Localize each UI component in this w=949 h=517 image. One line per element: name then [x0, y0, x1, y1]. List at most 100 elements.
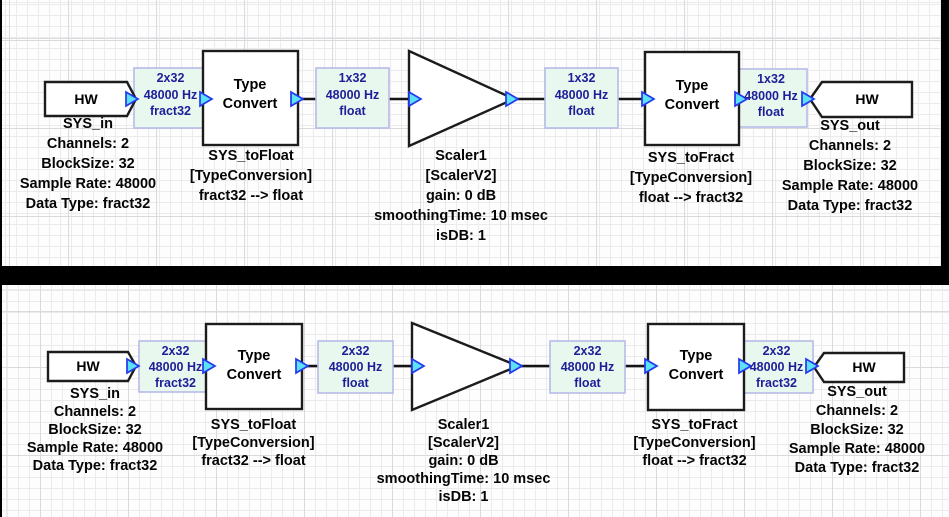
text-line: BlockSize: 32 [803, 158, 897, 174]
hw-output-label[interactable]: HW [855, 91, 879, 107]
text-line: fract32 [756, 376, 797, 390]
output-pin-icon[interactable] [125, 90, 140, 108]
text-line: [TypeConversion] [633, 435, 756, 451]
text-line: BlockSize: 32 [41, 156, 135, 172]
text-line: isDB: 1 [438, 489, 489, 505]
output-pin-icon[interactable] [295, 357, 310, 375]
input-pin-icon[interactable] [805, 357, 820, 375]
type-convert-annotations: SYS_toFract[TypeConversion]float --> fra… [611, 148, 771, 208]
input-pin-icon[interactable] [801, 90, 816, 108]
wire-label-box[interactable] [734, 68, 808, 128]
text-line: 2x32 [156, 71, 185, 85]
scaler-block-shape[interactable] [410, 321, 522, 412]
text-line: SYS_out [820, 118, 880, 134]
output-pin-icon[interactable] [738, 357, 753, 375]
text-line: smoothingTime: 10 msec [374, 208, 548, 224]
text-line: 48000 Hz [744, 88, 798, 103]
type-convert-label[interactable]: Type Convert [222, 77, 278, 112]
text-line: 1x32 [757, 72, 785, 86]
text-line: 48000 Hz [328, 360, 383, 374]
text-line: smoothingTime: 10 msec [376, 471, 551, 487]
output-pin-icon[interactable] [509, 357, 524, 375]
text-line: Scaler1 [435, 148, 487, 164]
text-line: [TypeConversion] [192, 435, 315, 451]
text-line: Data Type: fract32 [794, 460, 920, 476]
text-line: Sample Rate: 48000 [788, 441, 926, 457]
text-line: 48000 Hz [325, 87, 380, 102]
output-pin-icon[interactable] [505, 90, 520, 108]
wire-label-box[interactable] [317, 340, 394, 394]
type-convert-block-shape[interactable] [643, 50, 741, 147]
text-line: SYS_toFloat [210, 417, 297, 433]
text-line: float --> fract32 [642, 453, 747, 469]
text-line: fract32 [150, 104, 191, 118]
type-convert-block-shape[interactable] [646, 322, 746, 412]
input-pin-icon[interactable] [408, 90, 423, 108]
type-convert-label[interactable]: Type Convert [668, 348, 724, 383]
hw-output-block-shape[interactable] [808, 80, 914, 119]
text-line: isDB: 1 [436, 228, 486, 244]
hw-input-label[interactable]: HW [74, 91, 98, 107]
input-pin-icon[interactable] [199, 90, 214, 108]
text-line: SYS_toFract [647, 150, 735, 166]
top-diagram-canvas[interactable] [2, 0, 941, 266]
type-convert-label[interactable]: Type Convert [226, 348, 282, 383]
type-convert-annotations: SYS_toFract [TypeConversion] float --> fra… [613, 416, 776, 470]
wire-label-text[interactable]: 1x32 48000 Hz float [316, 70, 389, 120]
hw-output-block-shape[interactable] [812, 351, 906, 384]
wire-label-box[interactable] [549, 340, 626, 394]
text-line: [TypeConversion] [189, 168, 313, 184]
text-line: float [574, 376, 601, 390]
text-line: 2x32 [762, 344, 791, 358]
scaler-block-shape[interactable] [407, 49, 517, 148]
wire-label-box[interactable] [315, 67, 390, 129]
text-line: BlockSize: 32 [810, 422, 904, 438]
text-line: fract32 --> float [198, 188, 304, 204]
hw-output-label[interactable]: HW [852, 359, 876, 375]
hw-input-block-shape[interactable] [46, 350, 138, 383]
text-line: [ScalerV2] [428, 435, 499, 451]
text-line: float [568, 104, 595, 118]
text-line: SYS_toFloat [208, 148, 294, 164]
wire-label-box[interactable] [138, 340, 213, 393]
bottom-diagram-canvas[interactable] [2, 285, 949, 517]
text-line: Data Type: fract32 [787, 198, 913, 214]
output-pin-icon[interactable] [126, 357, 141, 375]
text-line: 1x32 [338, 71, 367, 85]
text-line: SYS_toFract [651, 417, 738, 433]
input-pin-icon[interactable] [641, 90, 656, 108]
text-line: [ScalerV2] [425, 168, 497, 184]
text-line: 2x32 [573, 344, 602, 358]
type-convert-label[interactable]: Type Convert [664, 78, 720, 113]
text-line: Data Type: fract32 [25, 196, 151, 212]
text-line: Scaler1 [437, 417, 490, 433]
text-line: 48000 Hz [554, 87, 609, 102]
text-line: Channels: 2 [46, 136, 130, 152]
text-line: fract32 --> float [201, 453, 306, 469]
hw-input-label[interactable]: HW [76, 358, 100, 374]
type-convert-block-shape[interactable] [204, 322, 304, 411]
input-pin-icon[interactable] [644, 357, 659, 375]
input-pin-icon[interactable] [411, 357, 426, 375]
hw-input-block-shape[interactable] [43, 80, 138, 118]
text-line: float --> fract32 [638, 190, 744, 206]
text-line: 2x32 [161, 344, 190, 358]
output-pin-icon[interactable] [290, 90, 305, 108]
input-pin-icon[interactable] [202, 357, 217, 375]
wire-label-box[interactable] [739, 340, 814, 394]
text-line: float [339, 104, 366, 118]
wire-label-box[interactable] [544, 67, 619, 129]
text-line: gain: 0 dB [425, 188, 497, 204]
output-pin-icon[interactable] [734, 90, 749, 108]
